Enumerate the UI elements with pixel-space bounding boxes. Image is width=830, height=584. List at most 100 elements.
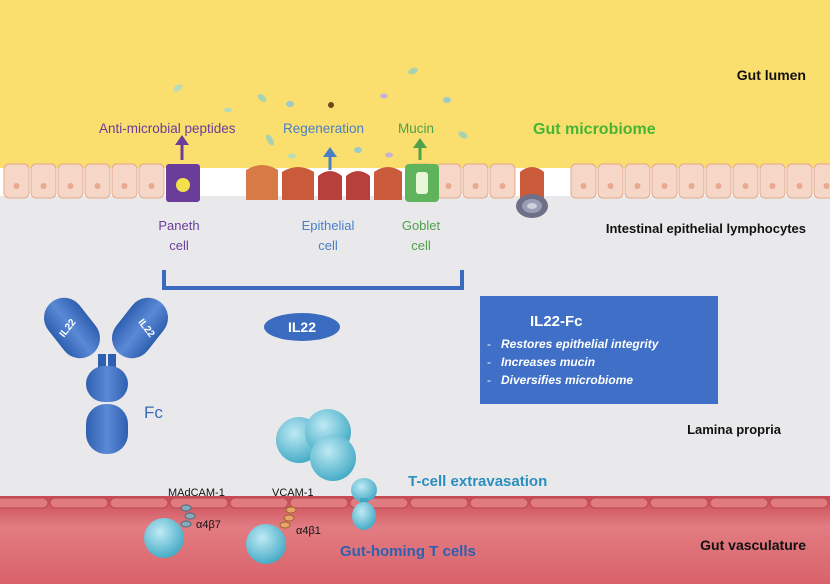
epithelial-cell-shape bbox=[786, 163, 813, 199]
cell-nucleus bbox=[769, 183, 776, 189]
iel-label: Intestinal epithelial lymphocytes bbox=[606, 221, 806, 236]
epithelial-cell-shape bbox=[462, 163, 489, 199]
epithelial-cell-shape bbox=[651, 163, 678, 199]
box-item-2: Increases mucin bbox=[501, 355, 595, 369]
il22-fc-box bbox=[480, 296, 718, 404]
endothelial-cell-shape bbox=[649, 497, 709, 509]
endothelial-cell-shape bbox=[49, 497, 109, 509]
mucin-label: Mucin bbox=[398, 121, 434, 136]
cell-nucleus bbox=[472, 183, 479, 189]
microbe-icon bbox=[257, 94, 267, 102]
vessel-wall bbox=[0, 497, 829, 509]
regeneration-label: Regeneration bbox=[283, 121, 364, 136]
epithelial-cell-shape bbox=[597, 163, 624, 199]
arrow-up-icon bbox=[175, 135, 189, 145]
epithelial-cell-shape bbox=[624, 163, 651, 199]
paneth-cell-icon bbox=[166, 164, 200, 202]
cell-nucleus bbox=[661, 183, 668, 189]
epithelial-cell-shape bbox=[705, 163, 732, 199]
cell-nucleus bbox=[499, 183, 506, 189]
microbes bbox=[173, 67, 468, 159]
epithelial-cluster-icon bbox=[246, 165, 544, 200]
cell-bracket bbox=[162, 270, 464, 290]
epithelial-cell-shape bbox=[111, 163, 138, 199]
box-dash-1: - bbox=[487, 337, 491, 351]
epithelial-layer bbox=[3, 163, 830, 199]
cell-nucleus bbox=[634, 183, 641, 189]
box-title: IL22-Fc bbox=[530, 313, 583, 330]
cell-nucleus bbox=[148, 183, 155, 189]
cell-nucleus bbox=[796, 183, 803, 189]
endothelial-cell-shape bbox=[469, 497, 529, 509]
paneth-cell-label-1: Paneth bbox=[158, 218, 199, 233]
paneth-cell-label-2: cell bbox=[169, 238, 189, 253]
epithelial-cell-label-2: cell bbox=[318, 238, 338, 253]
microbe-icon bbox=[354, 147, 362, 153]
epithelial-cell-shape bbox=[435, 163, 462, 199]
gut-homing-label: Gut-homing T cells bbox=[340, 543, 476, 560]
epithelial-cell-shape bbox=[570, 163, 597, 199]
box-dash-3: - bbox=[487, 373, 491, 387]
cell-nucleus bbox=[121, 183, 128, 189]
microbe-icon bbox=[224, 107, 232, 113]
integrin-a4b1-label: α4β1 bbox=[296, 525, 321, 537]
cell-nucleus bbox=[580, 183, 587, 189]
epithelial-cell-shape bbox=[489, 163, 516, 199]
microbe-icon bbox=[458, 131, 468, 139]
endothelial-cell-shape bbox=[709, 497, 769, 509]
cell-nucleus bbox=[742, 183, 749, 189]
vasculature-background bbox=[0, 496, 830, 584]
microbe-icon bbox=[328, 102, 334, 108]
gut-lumen-label: Gut lumen bbox=[737, 67, 806, 83]
endothelial-cell-shape bbox=[109, 497, 169, 509]
arrow-up-icon bbox=[413, 138, 427, 148]
microbe-icon bbox=[266, 134, 274, 146]
endothelial-cell-shape bbox=[589, 497, 649, 509]
gut-vasculature-label: Gut vasculature bbox=[700, 537, 806, 553]
endothelial-cell-shape bbox=[229, 497, 289, 509]
cell-nucleus bbox=[40, 183, 47, 189]
epithelial-cell-shape bbox=[759, 163, 786, 199]
microbe-icon bbox=[288, 153, 296, 159]
t-cell-icon bbox=[246, 524, 286, 564]
epithelial-cell-shape bbox=[84, 163, 111, 199]
endothelial-cell-shape bbox=[409, 497, 469, 509]
box-item-3: Diversifies microbiome bbox=[501, 373, 633, 387]
microbe-icon bbox=[286, 101, 294, 107]
goblet-cell-icon bbox=[405, 164, 439, 202]
antibody-icon bbox=[43, 297, 169, 454]
cell-nucleus bbox=[13, 183, 20, 189]
lumen-background bbox=[0, 0, 830, 168]
epithelial-cell-label-1: Epithelial bbox=[302, 218, 355, 233]
cell-nucleus bbox=[688, 183, 695, 189]
microbe-icon bbox=[380, 93, 388, 99]
microbe-icon bbox=[173, 84, 183, 92]
cell-nucleus bbox=[445, 183, 452, 189]
fc-label: Fc bbox=[144, 403, 163, 422]
epithelial-cell-shape bbox=[57, 163, 84, 199]
epithelial-cell-shape bbox=[3, 163, 30, 199]
t-cell-cluster-icon bbox=[276, 409, 356, 481]
epithelial-cell-shape bbox=[138, 163, 165, 199]
goblet-cell-label-2: cell bbox=[411, 238, 431, 253]
goblet-cell-label-1: Goblet bbox=[402, 218, 441, 233]
effect-arrows bbox=[175, 135, 427, 170]
microbe-icon bbox=[408, 67, 418, 75]
cell-nucleus bbox=[715, 183, 722, 189]
endothelial-cell-shape bbox=[529, 497, 589, 509]
cell-nucleus bbox=[607, 183, 614, 189]
microbe-icon bbox=[385, 152, 393, 158]
cell-nucleus bbox=[823, 183, 830, 189]
endothelial-cell-shape bbox=[0, 497, 49, 509]
vcam-marker bbox=[279, 506, 297, 529]
epithelial-cell-shape bbox=[678, 163, 705, 199]
anti-microbial-label: Anti-microbial peptides bbox=[99, 121, 236, 136]
t-cell-icon bbox=[144, 518, 184, 558]
gut-microbiome-label: Gut microbiome bbox=[533, 121, 656, 138]
epithelial-cell-shape bbox=[732, 163, 759, 199]
lamina-propria-label: Lamina propria bbox=[687, 422, 782, 437]
extravasation-label: T-cell extravasation bbox=[408, 473, 547, 490]
epithelial-cell-shape bbox=[30, 163, 57, 199]
microbe-icon bbox=[443, 97, 451, 103]
